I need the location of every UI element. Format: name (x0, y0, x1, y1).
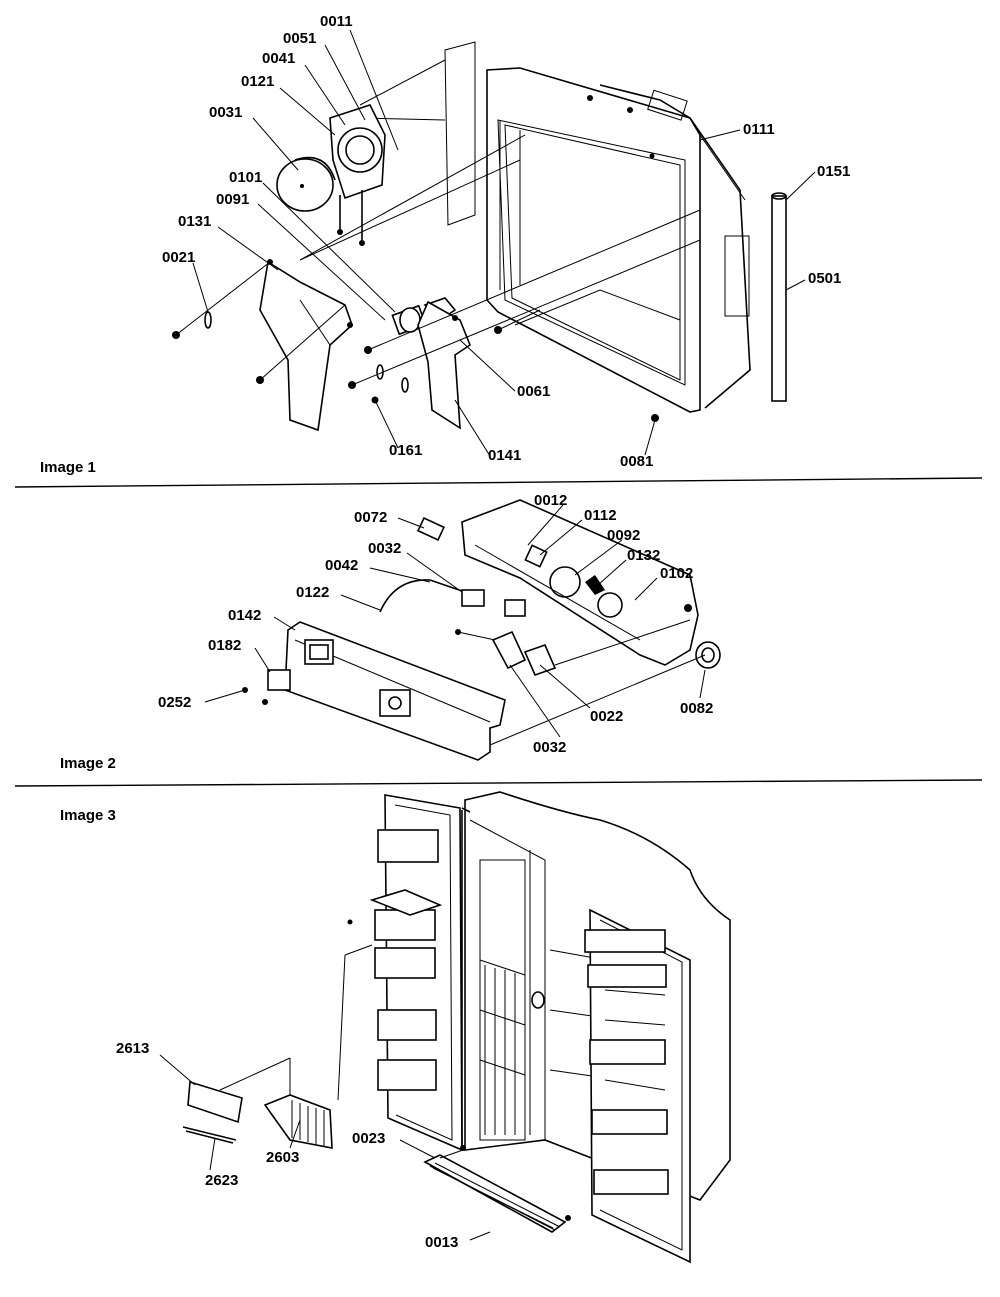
image1-leaders (192, 29, 816, 457)
label-0131: 0131 (178, 213, 211, 230)
section-divider-1 (14, 477, 983, 488)
auger-rod (771, 192, 787, 402)
label-0031: 0031 (209, 104, 242, 121)
label-0032-bottom: 0032 (533, 739, 566, 756)
label-0022: 0022 (590, 708, 623, 725)
label-0182: 0182 (208, 637, 241, 654)
label-0161: 0161 (389, 442, 422, 459)
image1-caption: Image 1 (40, 459, 96, 476)
label-0023: 0023 (352, 1130, 385, 1147)
image2-section: 0072 0012 0112 0092 0132 0102 0032 0042 … (60, 492, 721, 772)
label-0032-top: 0032 (368, 540, 401, 557)
label-0051: 0051 (283, 30, 316, 47)
label-0121: 0121 (241, 73, 274, 90)
label-0081: 0081 (620, 453, 653, 470)
image3-leaders (159, 1054, 491, 1241)
image1-section: 0011 0051 0041 0121 0031 0101 0091 0131 … (40, 13, 850, 476)
label-0111: 0111 (743, 121, 775, 138)
label-0013: 0013 (425, 1234, 458, 1251)
ice-bin-housing (486, 67, 751, 413)
label-2613: 2613 (116, 1040, 149, 1057)
label-0041: 0041 (262, 50, 295, 67)
label-0501: 0501 (808, 270, 841, 287)
motor-bracket (329, 104, 386, 246)
bin-panel (444, 41, 476, 226)
label-0042: 0042 (325, 557, 358, 574)
label-0112: 0112 (584, 507, 617, 524)
dispenser-lever-left (259, 259, 353, 432)
fresh-food-door (584, 908, 691, 1264)
label-0142: 0142 (228, 607, 261, 624)
hinge-parts (182, 1080, 333, 1149)
freezer-door (347, 794, 471, 1152)
dispenser-cover-plate (242, 621, 506, 761)
label-0102: 0102 (660, 565, 693, 582)
image3-explosion-lines (219, 944, 464, 1159)
label-0101: 0101 (229, 169, 262, 186)
label-0072: 0072 (354, 509, 387, 526)
label-0122: 0122 (296, 584, 329, 601)
image2-leaders (204, 504, 706, 738)
image2-explosion-lines (457, 619, 706, 746)
image2-small-parts (379, 516, 721, 677)
dispenser-lever-right (417, 300, 471, 430)
toe-grille (423, 1145, 571, 1233)
label-0012: 0012 (534, 492, 567, 509)
label-0061: 0061 (517, 383, 550, 400)
label-2603: 2603 (266, 1149, 299, 1166)
image3-caption: Image 3 (60, 807, 116, 824)
label-0011: 0011 (320, 13, 353, 30)
label-0151: 0151 (817, 163, 850, 180)
label-0141: 0141 (488, 447, 521, 464)
dispenser-housing (461, 499, 699, 666)
image3-section: Image 3 (60, 791, 731, 1264)
label-0021: 0021 (162, 249, 195, 266)
image1-explosion-lines (175, 59, 701, 386)
label-2623: 2623 (205, 1172, 238, 1189)
image2-caption: Image 2 (60, 755, 116, 772)
label-0252: 0252 (158, 694, 191, 711)
label-0092: 0092 (607, 527, 640, 544)
label-0082: 0082 (680, 700, 713, 717)
label-0132: 0132 (627, 547, 660, 564)
section-divider-2 (14, 779, 983, 787)
label-0091: 0091 (216, 191, 249, 208)
auger-motor (276, 156, 336, 212)
